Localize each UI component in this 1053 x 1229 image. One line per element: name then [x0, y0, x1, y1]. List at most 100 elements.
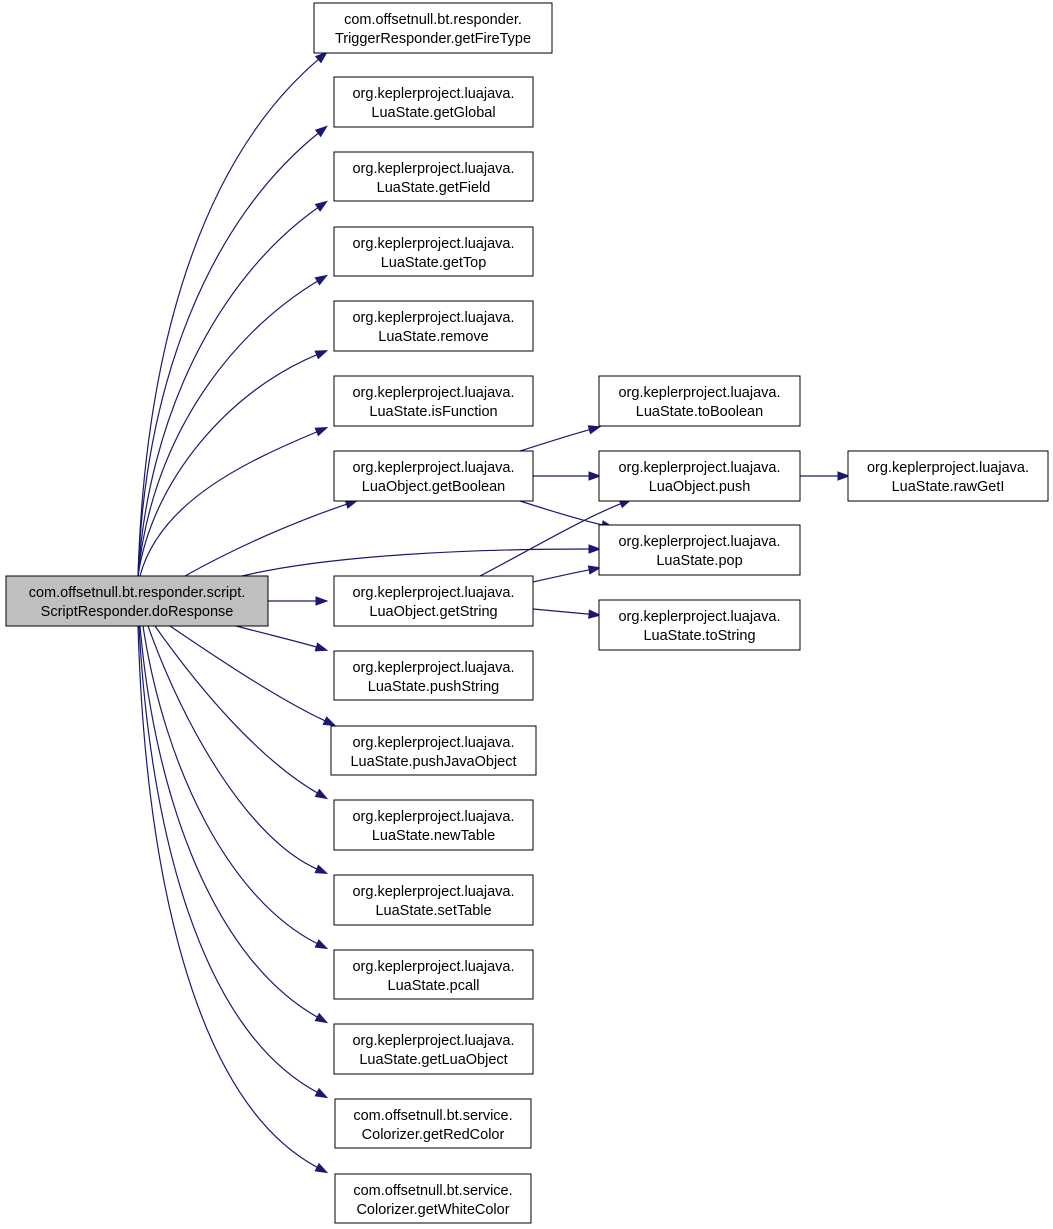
edge-root-to-getBoolean [184, 499, 359, 577]
node-rawGetI[interactable]: org.keplerproject.luajava.LuaState.rawGe… [847, 450, 1049, 502]
edge-arrowhead [344, 499, 359, 509]
node-label-package: org.keplerproject.luajava. [618, 534, 780, 550]
edge-arrowhead [587, 565, 602, 575]
edge-arrowhead [315, 596, 329, 606]
edge-line [154, 625, 319, 795]
edge-getString-to-pop [532, 565, 602, 583]
node-setTable[interactable]: org.keplerproject.luajava. LuaState.setTa… [333, 874, 534, 926]
node-getGlobal[interactable]: org.keplerproject.luajava.LuaState.getGl… [333, 76, 534, 128]
node-pushString[interactable]: org.keplerproject.luajava.LuaState.pushS… [333, 650, 534, 701]
edge-root-to-setTable [147, 625, 329, 874]
node-root[interactable]: com.offsetnull.bt.responder.script.Scrip… [5, 575, 269, 627]
edge-line [184, 503, 348, 577]
node-pop[interactable]: org.keplerproject.luajava. LuaState.pop [598, 524, 801, 576]
edge-arrowhead [314, 1012, 329, 1024]
node-label-package: org.keplerproject.luajava. [352, 585, 514, 601]
node-label-method: LuaState.toBoolean [636, 404, 763, 420]
node-getRedColor[interactable]: com.offsetnull.bt.service.Colorizer.getR… [334, 1098, 532, 1149]
node-label-method: TriggerResponder.getFireType [335, 31, 531, 47]
edge-line [137, 353, 318, 577]
edge-root-to-pcall [142, 625, 329, 950]
node-box [313, 2, 553, 54]
node-label-method: LuaState.getGlobal [371, 105, 495, 121]
node-getField[interactable]: org.keplerproject.luajava.LuaState.getFi… [333, 151, 534, 202]
edge-root-to-isFunction [139, 427, 329, 577]
edge-root-to-pushJavaObject [169, 625, 337, 727]
node-label-package: org.keplerproject.luajava. [618, 609, 780, 625]
node-box [333, 375, 534, 427]
edge-root-to-getTop [137, 274, 329, 577]
node-box [5, 575, 269, 627]
node-toBoolean[interactable]: org.keplerproject.luajava.LuaState.toBoo… [598, 375, 801, 427]
node-box [333, 874, 534, 926]
node-label-package: com.offsetnull.bt.service. [353, 1183, 512, 1199]
edge-line [519, 500, 604, 526]
node-box [333, 450, 534, 502]
node-getString[interactable]: org.keplerproject.luajava. LuaObject.getS… [333, 575, 534, 627]
edge-root-to-getWhiteColor [137, 625, 329, 1174]
node-pushJavaObject[interactable]: org.keplerproject.luajava.LuaState.pushJ… [330, 725, 537, 776]
node-box [333, 575, 534, 627]
edge-line [532, 608, 591, 615]
edge-arrowhead [588, 471, 602, 481]
node-isFunction[interactable]: org.keplerproject.luajava.LuaState.isFun… [333, 375, 534, 427]
node-box [333, 226, 534, 277]
edge-root-to-remove [137, 350, 329, 577]
edge-line [519, 428, 591, 452]
node-toString[interactable]: org.keplerproject.luajava. LuaState.toStr… [598, 599, 801, 651]
node-box [598, 524, 801, 576]
node-label-method: LuaState.pcall [388, 978, 480, 994]
edge-line [532, 569, 591, 583]
edge-getString-to-toString [532, 608, 602, 619]
node-label-package: org.keplerproject.luajava. [352, 310, 514, 326]
node-label-package: org.keplerproject.luajava. [352, 236, 514, 252]
node-label-package: org.keplerproject.luajava. [352, 1033, 514, 1049]
nodes-layer: com.offsetnull.bt.responder.script.Scrip… [5, 2, 1049, 1224]
node-label-method: LuaState.getTop [381, 255, 487, 271]
node-label-method: LuaObject.getString [369, 604, 497, 620]
node-getFireType[interactable]: com.offsetnull.bt.responder.TriggerRespo… [313, 2, 553, 54]
node-box [598, 450, 801, 502]
node-label-method: LuaState.toString [643, 628, 755, 644]
edge-arrowhead [322, 716, 337, 727]
node-box [333, 151, 534, 202]
node-label-method: LuaState.getLuaObject [359, 1052, 507, 1068]
edge-getBoolean-to-toBoolean [519, 425, 602, 452]
node-label-method: LuaObject.push [649, 479, 751, 495]
edge-root-to-getFireType [137, 51, 328, 577]
edge-line [137, 58, 320, 577]
edge-arrowhead [314, 642, 329, 652]
node-label-method: LuaState.pop [656, 553, 742, 569]
node-label-method: LuaState.remove [378, 329, 488, 345]
node-box [333, 650, 534, 701]
edge-line [138, 625, 319, 1094]
edge-root-to-pop [241, 544, 602, 577]
edge-arrowhead [587, 425, 602, 435]
node-getWhiteColor[interactable]: com.offsetnull.bt.service.Colorizer.getW… [334, 1173, 532, 1224]
node-label-method: Colorizer.getRedColor [362, 1127, 505, 1143]
edge-line [137, 132, 320, 577]
edge-root-to-pushString [235, 625, 329, 652]
edge-arrowhead [314, 200, 329, 212]
edge-arrowhead [314, 274, 329, 286]
node-getBoolean[interactable]: org.keplerproject.luajava.LuaObject.getB… [333, 450, 534, 502]
node-label-method: LuaState.newTable [372, 828, 495, 844]
node-pcall[interactable]: org.keplerproject.luajava.LuaState.pcall [333, 949, 534, 1000]
node-push[interactable]: org.keplerproject.luajava.LuaObject.push [598, 450, 801, 502]
node-getLuaObject[interactable]: org.keplerproject.luajava. LuaState.getLu… [333, 1023, 534, 1075]
edge-line [147, 625, 318, 870]
node-newTable[interactable]: org.keplerproject.luajava.LuaState.newTa… [333, 799, 534, 851]
edge-getBoolean-to-push [532, 471, 602, 481]
node-label-package: org.keplerproject.luajava. [352, 884, 514, 900]
edges-layer [137, 51, 851, 1174]
edge-line [137, 280, 319, 577]
edge-line [137, 206, 319, 577]
node-remove[interactable]: org.keplerproject.luajava. LuaState.remov… [333, 300, 534, 352]
edge-getString-to-push [479, 499, 633, 577]
node-getTop[interactable]: org.keplerproject.luajava. LuaState.getTo… [333, 226, 534, 277]
edge-line [235, 625, 318, 648]
node-label-package: com.offsetnull.bt.responder.script. [29, 585, 246, 601]
node-label-method: LuaState.setTable [375, 903, 491, 919]
edge-line [241, 548, 591, 577]
edge-root-to-getField [137, 200, 329, 577]
